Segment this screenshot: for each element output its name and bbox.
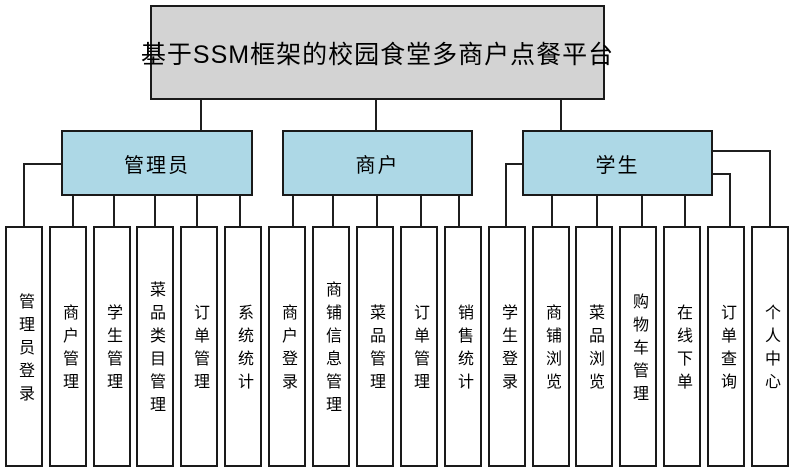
leaf-node-student-login: 学生登录 (488, 226, 526, 467)
leaf-label: 学生管理 (104, 304, 121, 396)
connector-line (505, 163, 524, 165)
connector-line (420, 194, 422, 227)
leaf-label: 系统统计 (235, 304, 252, 396)
leaf-node-shop-browse: 商铺浏览 (532, 226, 570, 467)
connector-line (113, 194, 115, 227)
connector-line (711, 150, 771, 152)
leaf-node-online-order: 在线下单 (663, 226, 701, 467)
leaf-node-order-mgmt-merchant: 订单管理 (400, 226, 438, 467)
leaf-node-dish-category-mgmt: 菜品类目管理 (136, 226, 174, 467)
connector-line (729, 173, 731, 227)
connector-line (596, 194, 598, 227)
branch-node-merchant: 商户 (282, 130, 473, 196)
root-node: 基于SSM框架的校园食堂多商户点餐平台 (141, 5, 613, 100)
connector-line (711, 173, 731, 175)
leaf-label: 销售统计 (455, 304, 472, 396)
connector-line (154, 194, 156, 227)
branch-node-admin: 管理员 (61, 130, 253, 196)
leaf-label: 菜品类目管理 (147, 281, 164, 419)
leaf-node-sales-stats: 销售统计 (444, 226, 482, 467)
branch-label: 学生 (595, 154, 640, 177)
leaf-label: 商铺浏览 (543, 304, 560, 396)
branch-label: 管理员 (124, 154, 190, 177)
leaf-label: 商户登录 (279, 304, 296, 396)
leaf-label: 商铺信息管理 (323, 281, 340, 419)
leaf-label: 购物车管理 (630, 292, 647, 408)
leaf-node-merchant-login: 商户登录 (268, 226, 306, 467)
connector-line (23, 163, 25, 227)
connector-line (769, 150, 771, 227)
connector-line (684, 194, 686, 227)
leaf-label: 订单管理 (411, 304, 428, 396)
leaf-label: 在线下单 (674, 304, 691, 396)
branch-node-student: 学生 (522, 130, 713, 196)
leaf-node-personal-center: 个人中心 (751, 226, 789, 467)
leaf-label: 管理员登录 (16, 292, 33, 408)
leaf-node-admin-login: 管理员登录 (5, 226, 43, 467)
connector-line (375, 98, 377, 131)
root-node-label: 基于SSM框架的校园食堂多商户点餐平台 (140, 40, 615, 69)
connector-line (23, 163, 63, 165)
connector-line (292, 194, 294, 227)
connector-line (200, 98, 202, 131)
leaf-node-system-stats: 系统统计 (224, 226, 262, 467)
leaf-label: 个人中心 (762, 304, 779, 396)
connector-line (332, 194, 334, 227)
connector-line (239, 194, 241, 227)
leaf-label: 订单管理 (191, 304, 208, 396)
connector-line (72, 194, 74, 227)
leaf-label: 订单查询 (718, 304, 735, 396)
leaf-label: 商户管理 (60, 304, 77, 396)
leaf-label: 菜品管理 (367, 304, 384, 396)
connector-line (505, 163, 507, 227)
leaf-node-cart-mgmt: 购物车管理 (619, 226, 657, 467)
connector-line (196, 194, 198, 227)
branch-label: 商户 (355, 154, 400, 177)
leaf-label: 学生登录 (499, 304, 516, 396)
leaf-node-student-mgmt: 学生管理 (93, 226, 131, 467)
leaf-node-dish-browse: 菜品浏览 (575, 226, 613, 467)
leaf-node-order-query: 订单查询 (707, 226, 745, 467)
connector-line (458, 194, 460, 227)
leaf-label: 菜品浏览 (586, 304, 603, 396)
connector-line (641, 194, 643, 227)
connector-line (551, 194, 553, 227)
leaf-node-merchant-mgmt: 商户管理 (49, 226, 87, 467)
connector-line (376, 194, 378, 227)
leaf-node-order-mgmt-admin: 订单管理 (180, 226, 218, 467)
leaf-node-shop-info-mgmt: 商铺信息管理 (312, 226, 350, 467)
connector-line (560, 98, 562, 131)
leaf-node-dish-mgmt: 菜品管理 (356, 226, 394, 467)
